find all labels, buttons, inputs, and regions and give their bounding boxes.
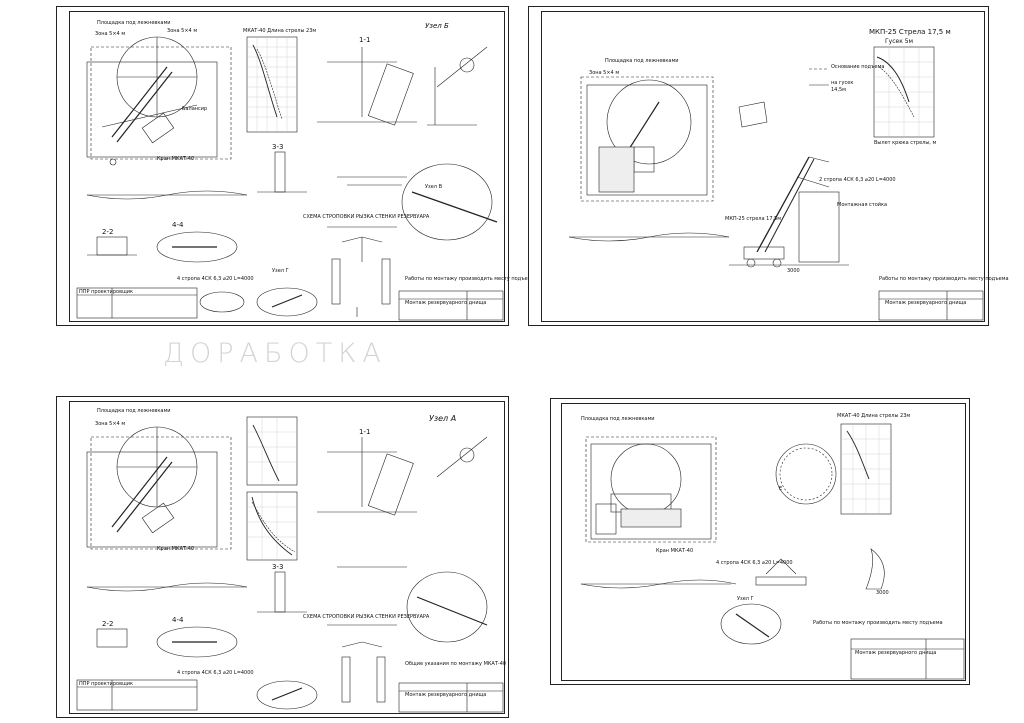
rope-label: 2 стропа 4СК 6,3 ⌀20 L=4000 — [819, 177, 896, 183]
node-g-label: Узел Г — [272, 268, 289, 274]
mounting-label: Монтажная стойка — [837, 202, 888, 208]
rope-label: 4 стропа 4СК 6,3 ⌀20 L=4000 — [177, 670, 254, 676]
crane-label: Кран МКАТ-40 — [157, 156, 195, 162]
rope-label: 4 стропа 4СК 6,3 ⌀20 L=4000 — [177, 276, 254, 282]
section-1-1-label: 1-1 — [359, 36, 371, 44]
stamp-title: Монтаж резервуарного днища — [885, 300, 967, 306]
crane-label: Кран МКАТ-40 — [157, 546, 195, 552]
section-1-1-label: 1-1 — [359, 428, 371, 436]
inner-frame — [541, 11, 985, 322]
inner-frame — [69, 11, 505, 322]
zone-label: Зона 5×4 м — [95, 421, 126, 427]
sheet-1-drawing — [76, 36, 504, 321]
site-label: Площадка под лежневками — [605, 58, 679, 64]
section-4-4-label: 4-4 — [172, 221, 184, 229]
stamp-title: Монтаж резервуарного днища — [405, 300, 487, 306]
x-axis-label: Вылет крюка стрелы, м — [874, 140, 937, 146]
node-b-label: Узел Б — [425, 22, 449, 30]
note-text: Работы по монтажу производить месту подъ… — [879, 276, 1009, 282]
crane-label: МКП-25 стрела 17,5м — [725, 216, 782, 222]
zone-label: Зона 5×4 м — [589, 70, 620, 76]
crane-label: Кран МКАТ-40 — [656, 548, 694, 554]
beam-label: Балансир — [182, 106, 208, 112]
zone-label: Зона 5×4 м — [167, 28, 198, 34]
crane-chart-subtitle: Гусек 5м — [885, 38, 914, 45]
scheme-title: СХЕМА СТРОПОВКИ РЫЗКА СТЕНКИ РЕЗЕРВУАРА — [303, 614, 430, 620]
chart-title: МКАТ-40 Длина стрелы 23м — [243, 28, 317, 34]
legend-hook-value: 14,5м — [831, 87, 846, 93]
stamp-title: Монтаж резервуарного днища — [855, 650, 937, 656]
note-text: Общие указания по монтажу МКАТ-40 — [405, 661, 507, 667]
node-g-label: Узел Г — [737, 596, 754, 602]
note-text: Работы по монтажу производить месту подъ… — [405, 276, 535, 282]
node-v-label: Узел В — [425, 184, 442, 190]
drawing-sheet-2[interactable]: Площадка под лежневками Зона 5×4 м МКП-2… — [528, 6, 1009, 326]
drawing-sheet-1[interactable]: Площадка под лежневками Зона 5×4 м Зона … — [56, 6, 535, 326]
site-label: Площадка под лежневками — [97, 20, 171, 26]
note-text: Работы по монтажу производить месту подъ… — [813, 620, 943, 626]
drawing-sheet-4[interactable]: Площадка под лежневками МКАТ-40 Длина ст… — [550, 398, 970, 685]
section-2-2-label: 2-2 — [102, 620, 114, 628]
e-mark: Е — [779, 486, 783, 492]
inner-frame — [69, 401, 505, 714]
section-3-3-label: 3-3 — [272, 143, 284, 151]
chart-title: МКАТ-40 Длина стрелы 23м — [837, 413, 911, 419]
section-2-2-label: 2-2 — [102, 228, 114, 236]
legend-base: Основание подъема — [831, 64, 885, 70]
sheet-4-drawing — [580, 423, 965, 680]
zone-label: Зона 5×4 м — [95, 31, 126, 37]
sheet-2-drawing — [568, 46, 984, 321]
crane-chart-title: МКП-25 Стрела 17,5 м — [869, 28, 951, 36]
ppr-label: ППР проектировщик — [79, 681, 134, 687]
node-a-label: Узел А — [429, 414, 457, 423]
section-3-3-label: 3-3 — [272, 563, 284, 571]
stamp-title: Монтаж резервуарного днища — [405, 692, 487, 698]
ppr-label: ППР проектировщик — [79, 289, 134, 295]
scheme-title: СХЕМА СТРОПОВКИ РЫЗКА СТЕНКИ РЕЗЕРВУАРА — [303, 214, 430, 220]
drawing-sheet-3[interactable]: Площадка под лежневками Зона 5×4 м Кран … — [56, 396, 509, 718]
section-4-4-label: 4-4 — [172, 616, 184, 624]
site-label: Площадка под лежневками — [581, 416, 655, 422]
rope-label: 4 стропа 4СК 6,3 ⌀20 L=4000 — [716, 560, 793, 566]
site-label: Площадка под лежневками — [97, 408, 171, 414]
dimension-label: 3000 — [876, 590, 889, 596]
inner-frame — [561, 403, 966, 681]
legend-hook: на гусек — [831, 80, 854, 86]
page-title: ДОРАБОТКА — [163, 338, 387, 369]
dimension-label: 3000 — [787, 268, 800, 274]
sheet-3-drawing — [76, 416, 504, 713]
